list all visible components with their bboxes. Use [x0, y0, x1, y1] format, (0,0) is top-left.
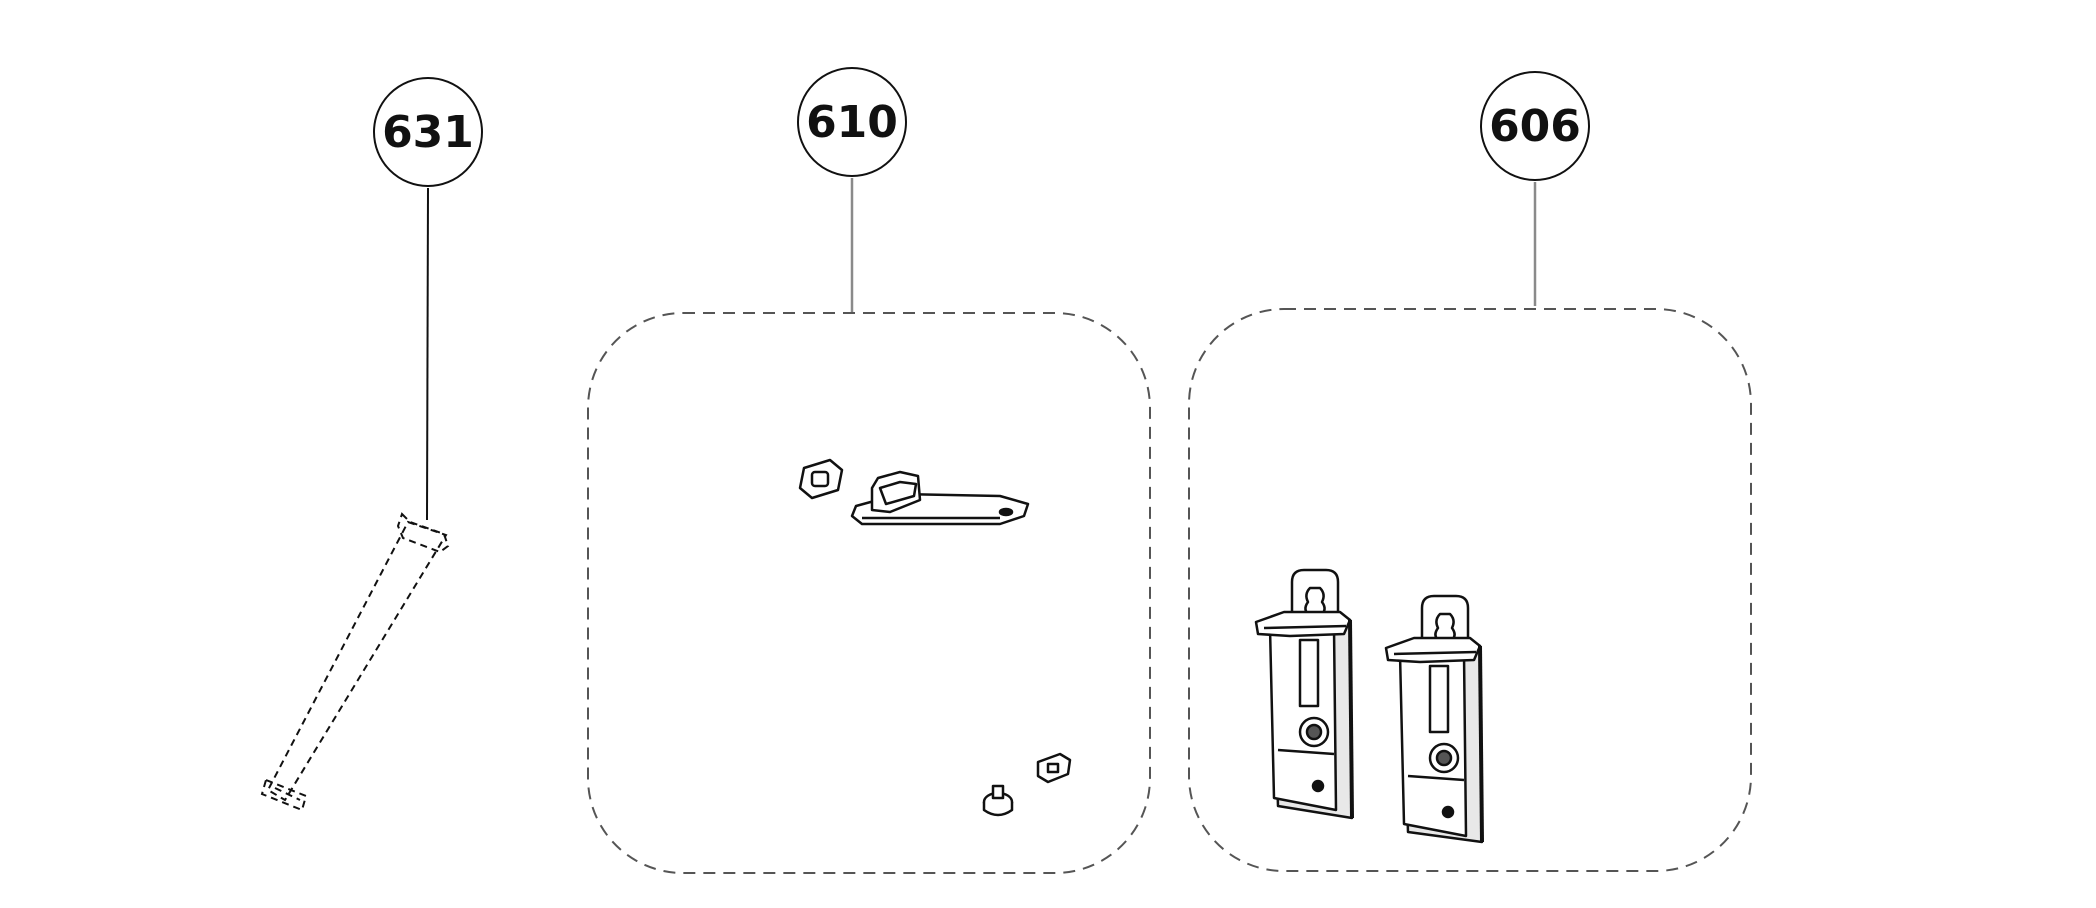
callout-631-circle [373, 77, 483, 187]
kit-610-dashed-outline [587, 312, 1151, 874]
hinge-bracket-kit-icon [798, 458, 1072, 817]
part-631-group: 631 [260, 77, 483, 812]
callout-610-label: 610 [806, 97, 898, 148]
screw-part-icon [982, 784, 1014, 817]
callout-606-circle [1480, 71, 1590, 181]
callout-631-label: 631 [382, 107, 474, 158]
callout-631-leader-line [426, 187, 429, 521]
clip-part-icon [798, 458, 844, 500]
part-610-group: 610 [587, 67, 1151, 874]
mounting-bracket-right-icon [1384, 594, 1484, 844]
mounting-bracket-pair-icon [1254, 568, 1484, 844]
part-606-group: 606 [1188, 71, 1752, 872]
callout-606-label: 606 [1489, 101, 1581, 152]
small-clip-part-icon [1036, 752, 1072, 784]
rod-part-icon [260, 512, 450, 812]
kit-606-dashed-outline [1188, 308, 1752, 872]
callout-610-circle [797, 67, 907, 177]
mounting-bracket-left-icon [1254, 568, 1354, 820]
hinge-plate-icon [850, 470, 1030, 526]
